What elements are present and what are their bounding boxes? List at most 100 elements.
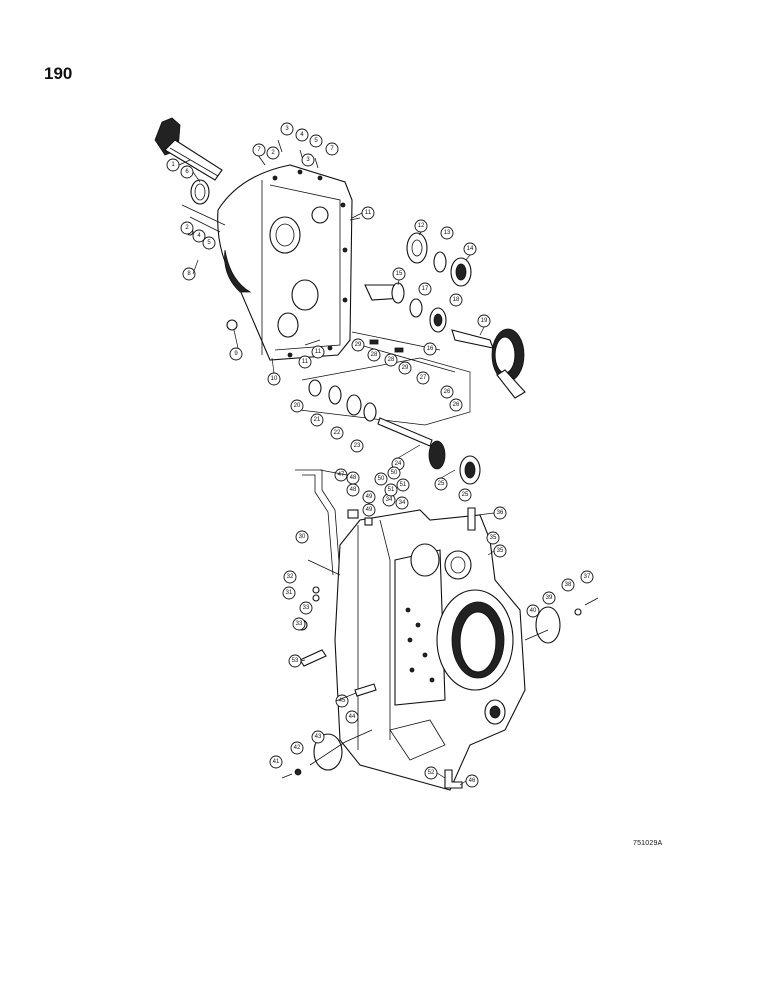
callout-26: 26 <box>440 385 454 399</box>
callout-21: 21 <box>310 413 324 427</box>
svg-text:51: 51 <box>400 482 407 488</box>
svg-text:48: 48 <box>350 487 357 493</box>
callout-29: 29 <box>351 338 365 352</box>
callout-30: 30 <box>295 530 309 544</box>
svg-text:4: 4 <box>197 233 201 239</box>
callout-26b: 26 <box>449 398 463 412</box>
svg-text:10: 10 <box>271 376 278 382</box>
callout-14: 14 <box>463 242 477 256</box>
callout-47: 47 <box>334 468 348 482</box>
svg-text:38: 38 <box>565 582 572 588</box>
svg-text:29: 29 <box>355 342 362 348</box>
callout-5b: 5 <box>309 134 323 148</box>
svg-text:7: 7 <box>257 147 261 153</box>
callout-39: 39 <box>542 591 556 605</box>
callout-3: 3 <box>280 122 294 136</box>
svg-text:3: 3 <box>285 126 289 132</box>
callout-16: 16 <box>423 342 437 356</box>
svg-text:15: 15 <box>396 271 403 277</box>
svg-text:2: 2 <box>185 225 189 231</box>
callout-17: 17 <box>418 282 432 296</box>
svg-text:49: 49 <box>366 494 373 500</box>
svg-text:43: 43 <box>315 734 322 740</box>
part-bearing <box>406 232 428 264</box>
callouts: 1 2 3 4 5 6 7 8 9 10 11 12 13 14 15 16 1… <box>166 122 594 788</box>
callout-37: 37 <box>580 570 594 584</box>
callout-50: 50 <box>374 472 388 486</box>
callout-49b: 49 <box>362 503 376 517</box>
svg-text:11: 11 <box>302 359 309 365</box>
svg-text:23: 23 <box>354 443 361 449</box>
svg-text:32: 32 <box>287 574 294 580</box>
svg-text:42: 42 <box>294 745 301 751</box>
upper-cover-assembly <box>154 117 526 485</box>
callout-34b: 34 <box>395 496 409 510</box>
callout-19: 19 <box>477 314 491 328</box>
svg-text:12: 12 <box>418 223 425 229</box>
svg-text:3: 3 <box>306 157 310 163</box>
callout-11c: 11 <box>298 355 312 369</box>
callout-46: 46 <box>465 774 479 788</box>
part-gear-shaft <box>154 117 223 181</box>
callout-28: 28 <box>367 348 381 362</box>
callout-12: 12 <box>414 219 428 233</box>
svg-text:18: 18 <box>453 297 460 303</box>
callout-44: 44 <box>345 710 359 724</box>
svg-text:20: 20 <box>294 403 301 409</box>
svg-text:25: 25 <box>462 492 469 498</box>
callout-50b: 50 <box>387 466 401 480</box>
callout-35b: 35 <box>486 531 500 545</box>
svg-text:26: 26 <box>453 402 460 408</box>
callout-25: 25 <box>434 477 448 491</box>
svg-text:44: 44 <box>349 714 356 720</box>
callout-25b: 25 <box>458 488 472 502</box>
callout-11: 11 <box>361 206 375 220</box>
callout-22: 22 <box>330 426 344 440</box>
svg-text:22: 22 <box>334 430 341 436</box>
callout-33: 33 <box>292 617 306 631</box>
svg-text:48: 48 <box>350 475 357 481</box>
callout-1: 1 <box>166 158 180 172</box>
svg-text:35: 35 <box>497 548 504 554</box>
svg-text:25: 25 <box>438 481 445 487</box>
part-cover-housing <box>217 164 353 361</box>
callout-53: 53 <box>288 654 302 668</box>
svg-text:5: 5 <box>207 240 211 246</box>
svg-text:31: 31 <box>286 590 293 596</box>
callout-27: 27 <box>416 371 430 385</box>
svg-text:33: 33 <box>303 605 310 611</box>
svg-text:16: 16 <box>427 346 434 352</box>
callout-7: 7 <box>252 143 266 157</box>
callout-51: 51 <box>384 483 398 497</box>
callout-35: 35 <box>493 544 507 558</box>
svg-text:8: 8 <box>187 271 191 277</box>
svg-text:29: 29 <box>402 365 409 371</box>
svg-text:9: 9 <box>234 351 238 357</box>
svg-text:53: 53 <box>292 658 299 664</box>
callout-29b: 29 <box>398 361 412 375</box>
callout-2b: 2 <box>266 146 280 160</box>
callout-31: 31 <box>282 586 296 600</box>
callout-42: 42 <box>290 741 304 755</box>
callout-28b: 28 <box>384 353 398 367</box>
callout-49: 49 <box>362 490 376 504</box>
svg-text:11: 11 <box>365 210 372 216</box>
svg-text:26: 26 <box>444 389 451 395</box>
figure-code: 751029A <box>633 840 663 847</box>
svg-text:11: 11 <box>315 349 322 355</box>
callout-20: 20 <box>290 399 304 413</box>
svg-text:21: 21 <box>314 417 321 423</box>
callout-36: 36 <box>493 506 507 520</box>
svg-text:39: 39 <box>546 595 553 601</box>
svg-text:35: 35 <box>490 535 497 541</box>
callout-2: 2 <box>180 221 194 235</box>
svg-text:40: 40 <box>530 608 537 614</box>
svg-text:6: 6 <box>185 169 189 175</box>
callout-41: 41 <box>269 755 283 769</box>
svg-text:5: 5 <box>314 138 318 144</box>
callout-18: 18 <box>449 293 463 307</box>
svg-text:24: 24 <box>395 461 402 467</box>
svg-text:34: 34 <box>386 497 393 503</box>
callout-38: 38 <box>561 578 575 592</box>
